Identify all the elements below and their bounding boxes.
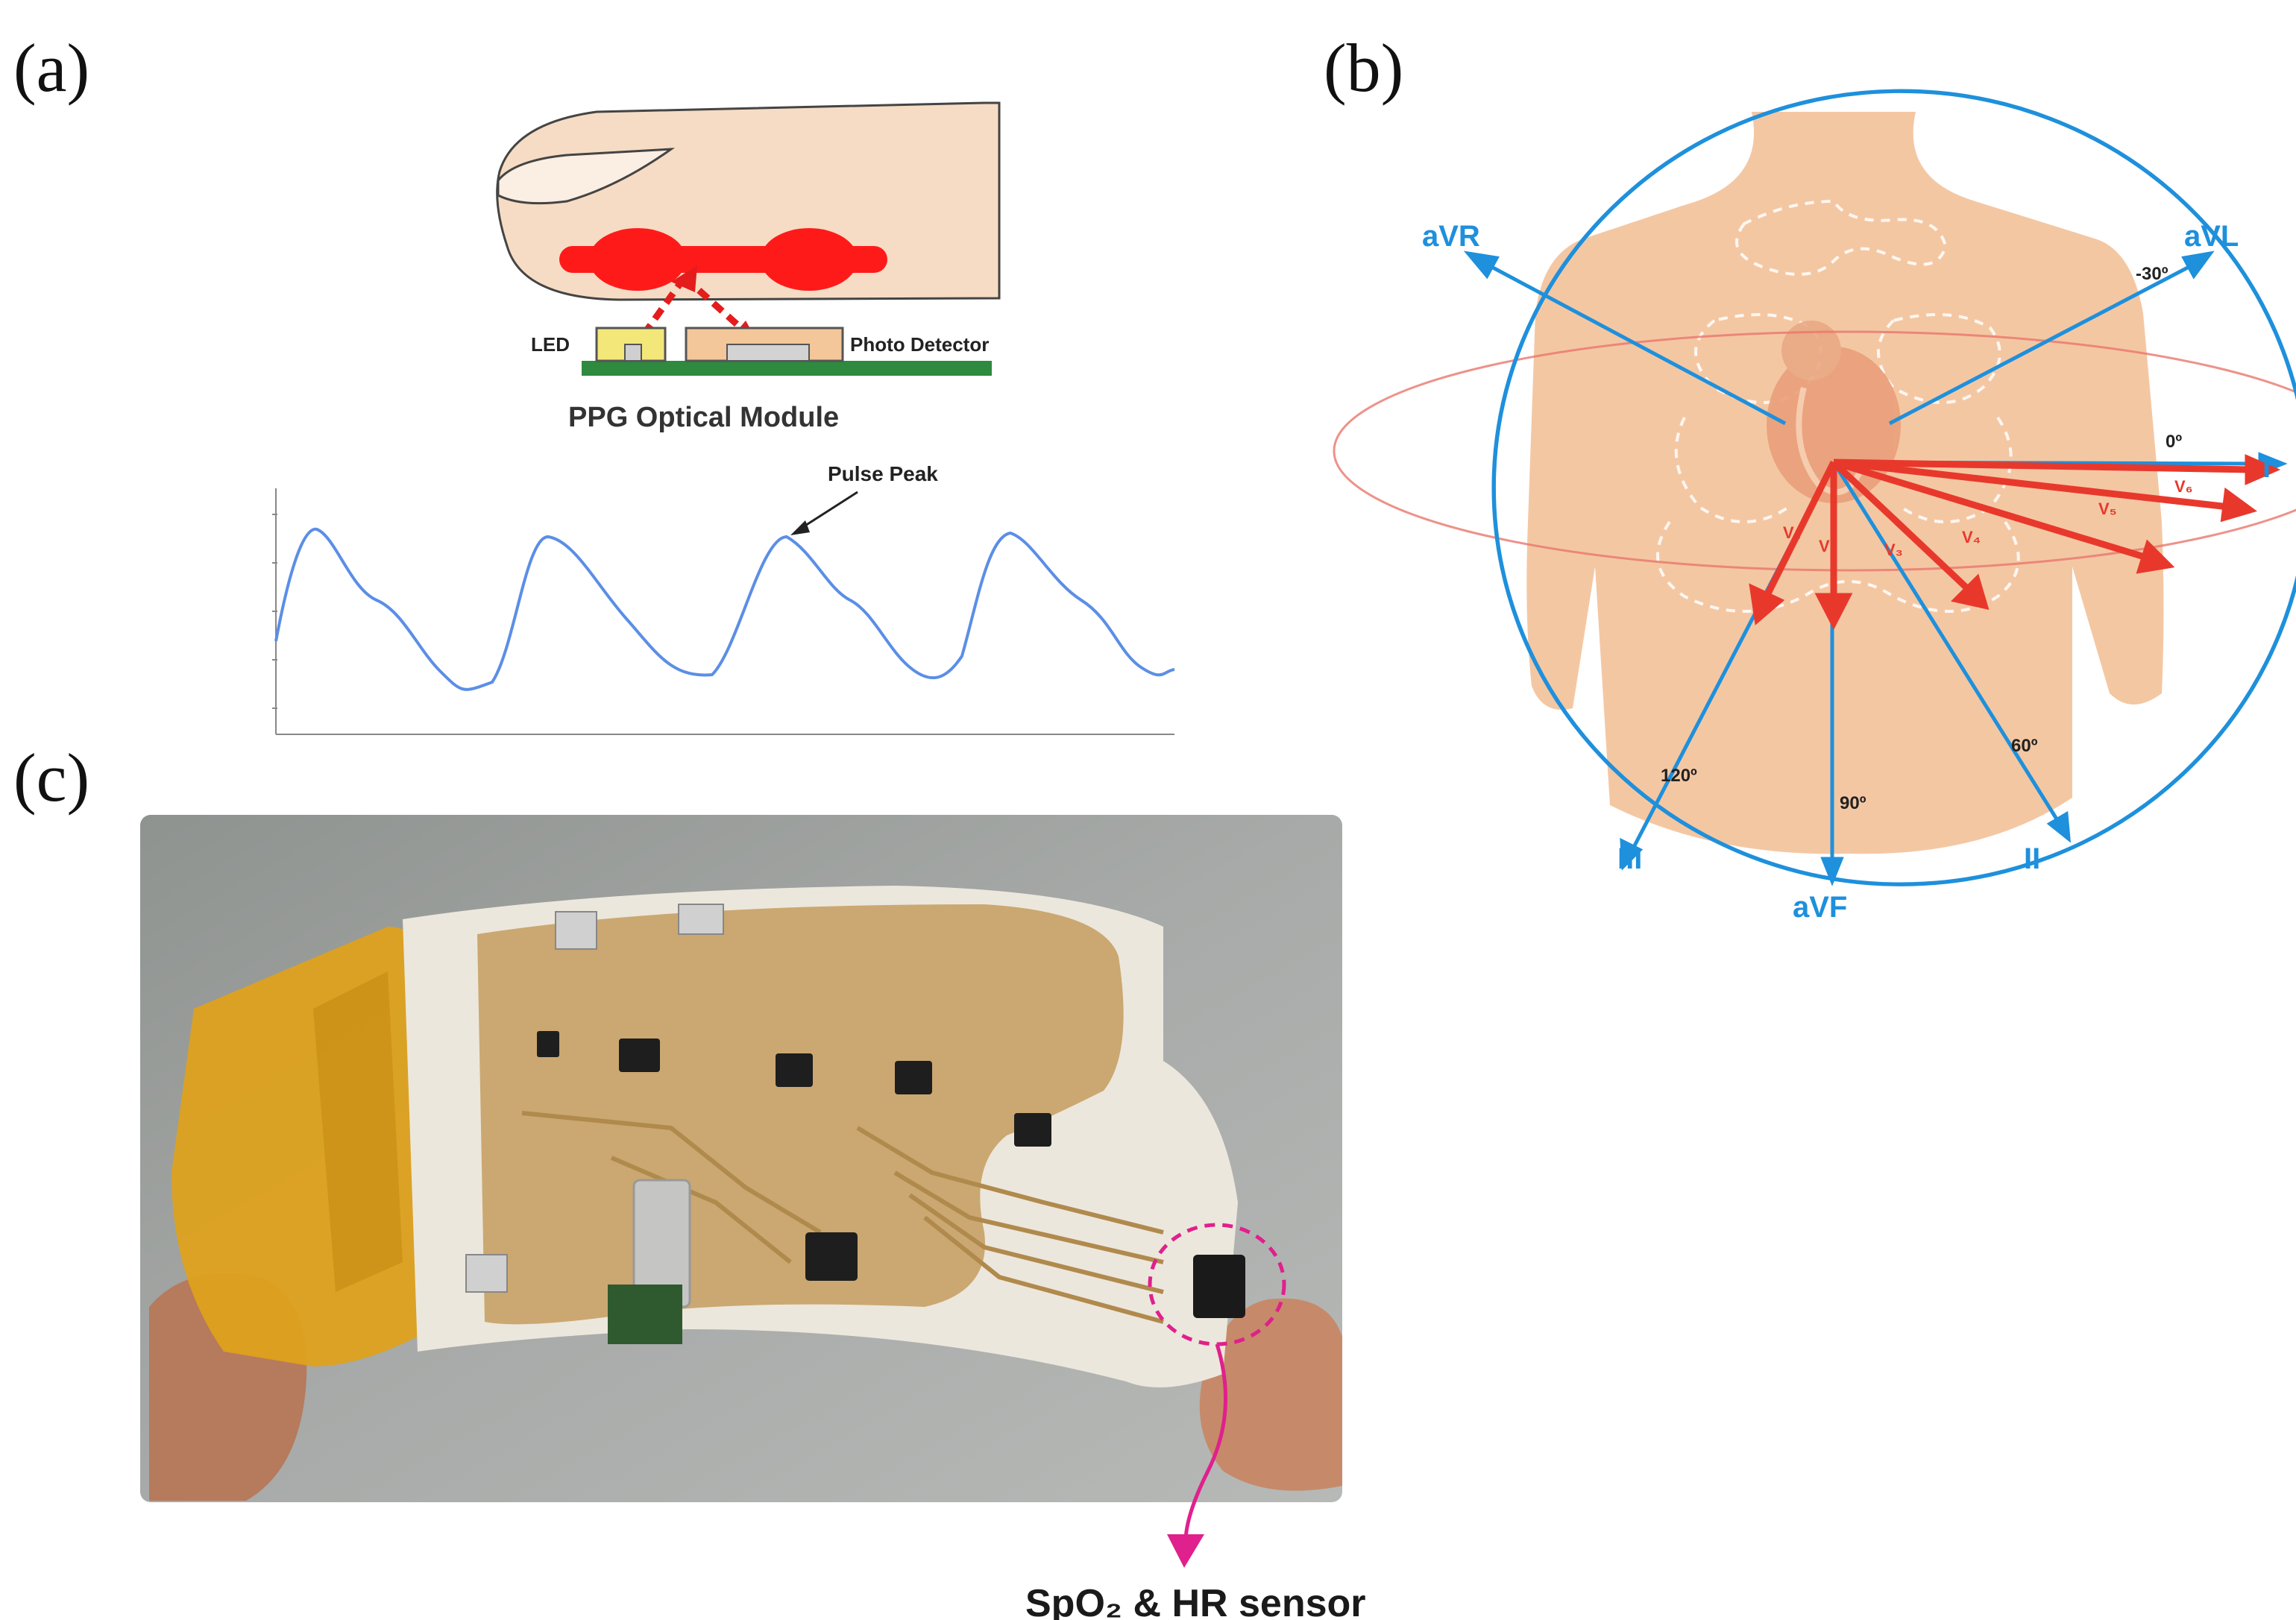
lead-iii-label: III (1617, 842, 1642, 875)
panel-c-flexible-pcb-photo: SpO₂ & HR sensor (140, 815, 1366, 1620)
photo-detector-chip (726, 344, 810, 362)
ic-chips (537, 1031, 1051, 1281)
lead-v1-label: V₁ (1783, 523, 1801, 542)
panel-a-label: (a) (13, 30, 90, 106)
pulse-peak-arrow (799, 491, 858, 531)
lead-i-label: I (2262, 451, 2271, 484)
frontal-plane-circle (1491, 89, 2296, 886)
panel-b-label: (b) (1324, 30, 1404, 106)
led-label: LED (531, 333, 570, 356)
sensor-callout-arrow (1183, 1343, 1228, 1542)
spo2-sensor-chip (1193, 1255, 1245, 1318)
angle-minus30-label: -30º (2136, 264, 2168, 284)
contact-pads (465, 904, 724, 1293)
lead-v6-label: V₆ (2174, 477, 2193, 496)
sensor-label: SpO₂ & HR sensor (1025, 1582, 1366, 1620)
circuit-traces (521, 1111, 1164, 1324)
angle-120-label: 120º (1661, 766, 1697, 786)
lead-v3-label: V₃ (1884, 540, 1903, 559)
module-label: PPG Optical Module (568, 402, 839, 433)
lead-v5-label: V₅ (2098, 499, 2117, 518)
precordial-vectors (1749, 454, 2281, 630)
ppg-y-ticks (272, 514, 277, 709)
photo-detector-label: Photo Detector (850, 333, 989, 356)
horizontal-plane-ellipse (1333, 330, 2296, 572)
organ-outlines (1656, 199, 2020, 613)
lead-avr-label: aVR (1422, 220, 1480, 253)
angle-0-label: 0º (2166, 432, 2182, 452)
ppg-waveform (274, 527, 1175, 691)
lead-avl-label: aVL (2184, 220, 2239, 253)
panel-a-ppg-figure: LED Photo Detector PPG Optical Module 19… (272, 101, 1175, 735)
angle-60-label: 60º (2011, 736, 2038, 756)
panel-b-ecg-figure: aVR aVL I II III aVF -30º 0º 60º 90º 120… (1333, 89, 2296, 924)
lead-avf-label: aVF (1793, 891, 1847, 924)
led-chip (624, 344, 642, 362)
right-finger (1199, 1298, 1342, 1491)
pcb-strip (582, 361, 992, 376)
panel-c-label: (c) (13, 740, 90, 816)
green-board (608, 1285, 682, 1344)
fingernail-shape (497, 148, 676, 205)
optical-path-arrow (629, 274, 752, 353)
lead-v2-label: V₂ (1819, 537, 1837, 555)
angle-90-label: 90º (1840, 793, 1866, 813)
pulse-peak-label: Pulse Peak (828, 462, 938, 485)
blood-vessel-shape (559, 228, 887, 291)
lead-ii-label: II (2024, 842, 2040, 875)
lead-v4-label: V₄ (1962, 528, 1981, 546)
